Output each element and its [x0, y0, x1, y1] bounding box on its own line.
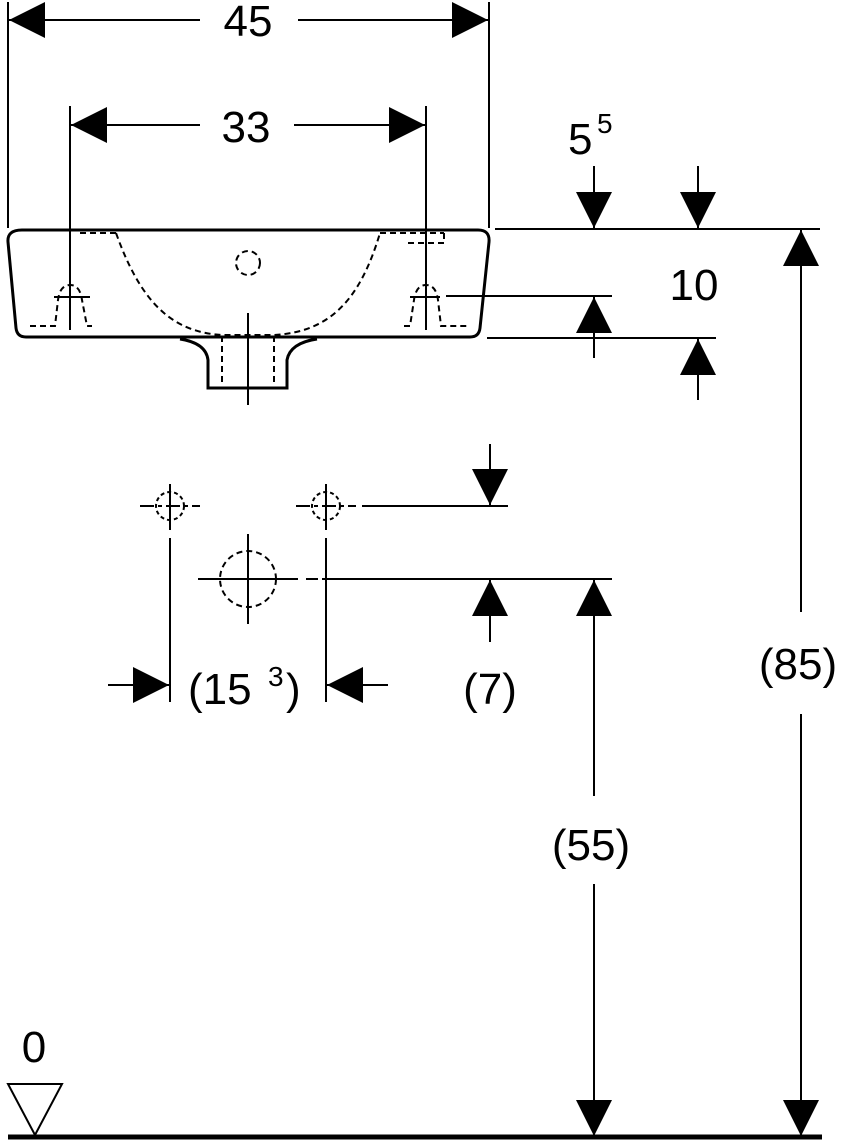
basin-height-dimension — [446, 295, 716, 400]
rim-offset-base: 5 — [568, 115, 592, 164]
floor-reference-label: 0 — [22, 1023, 46, 1072]
bowl-hidden-line — [115, 232, 381, 336]
right-rim-hidden-corner — [404, 233, 445, 244]
supply-spacing-base: (15 — [188, 665, 252, 714]
rim-height-label: (85) — [759, 640, 837, 689]
supply-spacing-close: ) — [286, 665, 301, 714]
fixing-centers-label: 33 — [222, 103, 271, 152]
supply-connections — [140, 484, 612, 702]
supply-spacing-superscript: 3 — [268, 661, 284, 692]
fixing-centers-dimension — [69, 106, 427, 330]
fixing-hole-hidden-left — [30, 283, 92, 327]
basin-body-outline — [6, 228, 491, 339]
basin-height-label: 10 — [670, 261, 719, 310]
outlet-height-label: (55) — [552, 821, 630, 870]
fixing-hole-hidden-right — [404, 283, 470, 327]
outlet-hidden-line — [221, 336, 275, 386]
rim-offset-superscript: 5 — [597, 108, 613, 139]
overall-width-dimension — [7, 2, 490, 228]
supply-offset-label: (7) — [463, 665, 517, 714]
floor-level-triangle-icon — [6, 1083, 64, 1138]
rim-offset-dimension — [495, 166, 820, 230]
overall-width-label: 45 — [224, 0, 273, 46]
rim-offset-label: 5 — [568, 115, 592, 164]
basin — [6, 228, 491, 405]
tap-hole-hidden — [235, 250, 261, 276]
supply-spacing-label: (15 — [188, 665, 252, 714]
